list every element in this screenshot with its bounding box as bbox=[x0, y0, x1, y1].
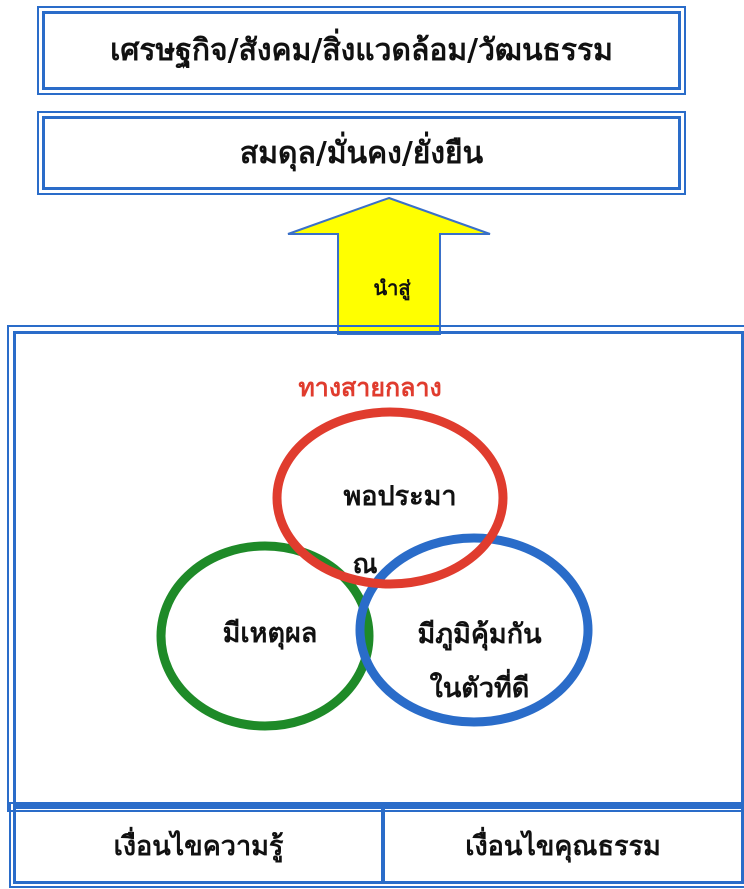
outcome-box-mid: สมดุล/มั่นคง/ยั่งยืน bbox=[37, 111, 686, 195]
up-arrow-shape bbox=[287, 196, 491, 335]
circle-label-immunity-line2: ในตัวที่ดี bbox=[429, 673, 530, 704]
arrow-label: นำสู่ bbox=[373, 276, 411, 300]
conditions-row: เงื่อนไขความรู้ เงื่อนไขคุณธรรม bbox=[9, 802, 744, 888]
outcome-label-top: เศรษฐกิจ/สังคม/สิ่งแวดล้อม/วัฒนธรรม bbox=[110, 33, 613, 68]
up-arrow-icon bbox=[287, 196, 491, 335]
circle-label-immunity: มีภูมิคุ้มกัน bbox=[417, 619, 542, 650]
circle-label-reasonableness: มีเหตุผล bbox=[222, 618, 318, 649]
circle-moderation bbox=[272, 407, 508, 589]
middle-path-title: ทางสายกลาง bbox=[298, 373, 442, 402]
circle-label-moderation-line2: ณ bbox=[352, 549, 378, 580]
outcome-label-mid: สมดุล/มั่นคง/ยั่งยืน bbox=[239, 135, 484, 171]
core-panel bbox=[7, 325, 744, 812]
condition-knowledge: เงื่อนไขความรู้ bbox=[16, 809, 385, 881]
circle-immunity bbox=[355, 533, 593, 727]
outcome-box-top: เศรษฐกิจ/สังคม/สิ่งแวดล้อม/วัฒนธรรม bbox=[37, 6, 686, 95]
circle-label-moderation: พอประมา bbox=[343, 481, 457, 512]
condition-virtue: เงื่อนไขคุณธรรม bbox=[465, 830, 661, 862]
circle-reasonableness bbox=[156, 541, 374, 731]
